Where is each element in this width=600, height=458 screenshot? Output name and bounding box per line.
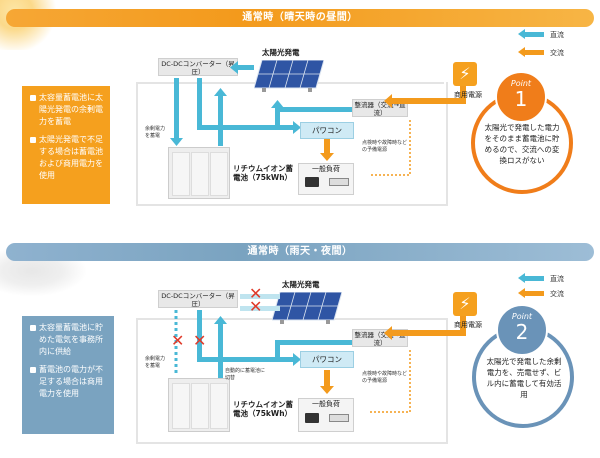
legend-dc-label: 直流 xyxy=(550,275,564,283)
general-load: 一般負荷 xyxy=(298,398,354,432)
surplus-label: 余剰電力を蓄電 xyxy=(145,126,166,139)
info-box: 太容量蓄電池に貯めた電気を事務所内に供給 蓄電池の電力が不足する場合は商用電力を… xyxy=(22,316,114,434)
info-bullet: 太陽光発電で不足する場合は蓄電池および商用電力を使用 xyxy=(30,134,104,182)
point-label: Point xyxy=(511,312,533,321)
legend-dc-arrowhead xyxy=(518,273,525,283)
ac-flow-arrows xyxy=(320,74,466,176)
blocked-x-icon: ✕ xyxy=(193,331,207,350)
legend-ac-label: 交流 xyxy=(550,290,564,298)
dc-flow-arrows xyxy=(170,61,353,146)
battery-rack xyxy=(168,147,230,199)
legend-ac-arrow xyxy=(524,50,544,55)
point-badge: Point 1 xyxy=(495,71,547,123)
lightning-icon: ⚡ xyxy=(453,292,477,316)
legend-ac-arrow xyxy=(524,291,544,296)
monitor-icon xyxy=(305,413,319,423)
info-bullet: 太容量蓄電池に太陽光発電の余剰電力を蓄電 xyxy=(30,92,104,128)
point-number: 2 xyxy=(515,320,529,344)
legend-dc-label: 直流 xyxy=(550,31,564,39)
solar-label: 太陽光発電 xyxy=(282,280,320,289)
legend-dc-arrow xyxy=(524,276,544,281)
point-label: Point xyxy=(510,79,532,88)
blocked-x-icon: ✕ xyxy=(171,331,185,350)
info-bullet: 蓄電池の電力が不足する場合は商用電力を使用 xyxy=(30,364,108,400)
point-text: 太陽光で発電した余剰電力を、売電せず、ビル内に蓄電して有効活用 xyxy=(486,357,562,399)
info-box: 太容量蓄電池に太陽光発電の余剰電力を蓄電 太陽光発電で不足する場合は蓄電池および… xyxy=(22,86,110,204)
grid-label: 商用電源 xyxy=(454,321,482,329)
solar-panel xyxy=(272,292,342,324)
point-number: 1 xyxy=(514,87,528,111)
blocked-x-icon: ✕ xyxy=(249,284,263,303)
ac-unit-icon xyxy=(329,178,349,186)
legend-ac-label: 交流 xyxy=(550,49,564,57)
emergency-label: 点検時や故障時などの予備電源 xyxy=(362,140,408,153)
blocked-x-icon: ✕ xyxy=(249,297,263,316)
power-conditioner: パワコン xyxy=(300,122,354,139)
point-text: 太陽光で発電した電力をそのまま蓄電池に貯めるので、交流への変換ロスがない xyxy=(484,123,560,165)
solar-panel xyxy=(254,60,324,92)
emergency-label: 点検時や故障時などの予備電源 xyxy=(362,371,408,384)
grid-label: 商用電源 xyxy=(454,91,482,99)
load-label: 一般負荷 xyxy=(312,400,340,408)
lightning-icon: ⚡ xyxy=(453,62,477,86)
general-load: 一般負荷 xyxy=(298,163,354,195)
surplus-label: 余剰電力を蓄電 xyxy=(145,356,166,369)
solar-label: 太陽光発電 xyxy=(262,48,300,57)
legend-dc-arrow xyxy=(524,32,544,37)
dcdc-converter: DC-DCコンバーター（昇圧） xyxy=(158,290,238,308)
battery-label: リチウムイオン蓄電池（75kWh） xyxy=(233,164,293,182)
monitor-icon xyxy=(305,177,319,187)
battery-label: リチウムイオン蓄電池（75kWh） xyxy=(233,400,293,418)
power-conditioner: パワコン xyxy=(300,351,354,368)
section-header: 通常時（雨天・夜間） xyxy=(6,243,594,261)
battery-rack xyxy=(168,378,230,432)
section-header: 通常時（晴天時の昼間） xyxy=(6,9,594,27)
legend-dc-arrowhead xyxy=(518,29,525,39)
info-bullet: 太容量蓄電池に貯めた電気を事務所内に供給 xyxy=(30,322,108,358)
ac-unit-icon xyxy=(329,414,349,422)
ac-flow-arrows xyxy=(320,306,466,413)
load-label: 一般負荷 xyxy=(312,165,340,173)
legend-ac-arrowhead xyxy=(518,288,525,298)
dc-flow-arrows xyxy=(174,294,355,378)
building-outline xyxy=(136,82,448,206)
point-badge: Point 2 xyxy=(496,304,548,356)
legend-ac-arrowhead xyxy=(518,47,525,57)
auto-switch-label: 自動的に蓄電池に切替 xyxy=(225,368,266,381)
